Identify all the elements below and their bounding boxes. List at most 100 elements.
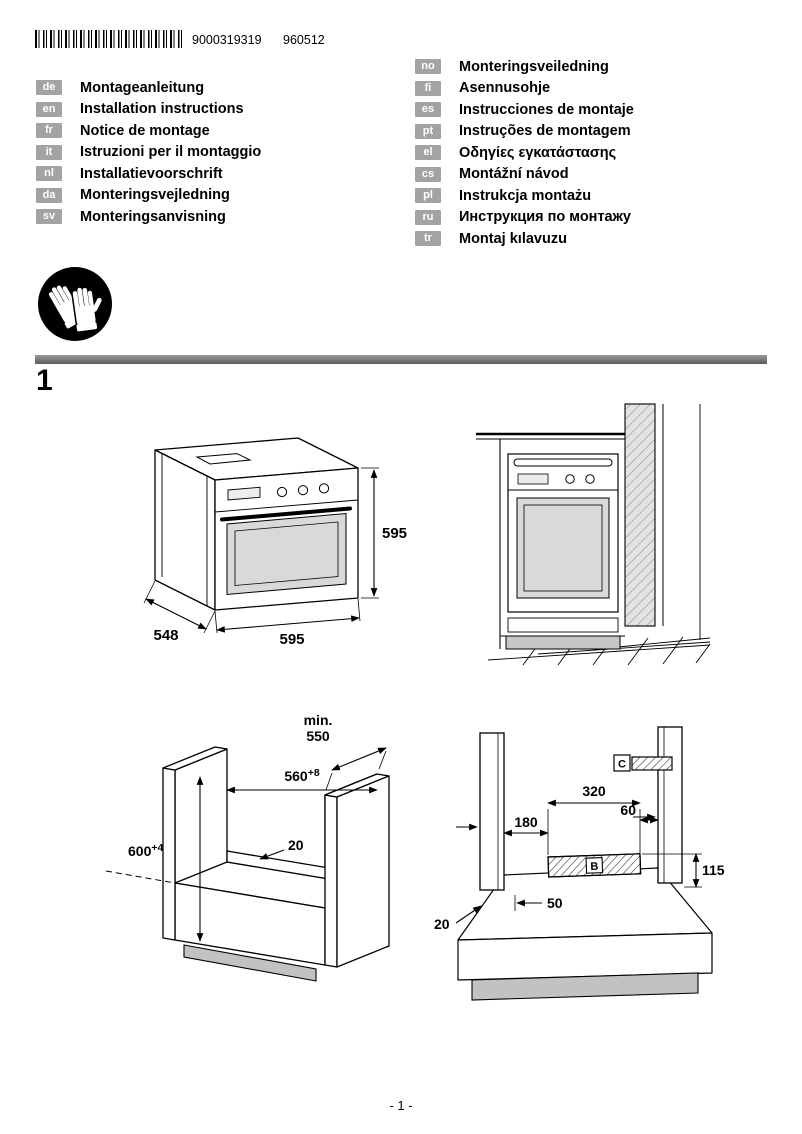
language-title: Montážní návod <box>459 166 569 183</box>
dim-offset-left: 180 <box>514 814 538 830</box>
drawer-front <box>507 617 619 633</box>
language-code-badge: es <box>415 102 441 118</box>
language-title: Montageanleitung <box>80 79 205 96</box>
language-code-badge: pl <box>415 188 441 204</box>
dim-front-offset: 50 <box>547 895 563 911</box>
language-code-badge: sv <box>36 209 62 225</box>
plinth <box>471 972 699 1001</box>
language-row-no: no Monteringsveiledning <box>415 56 634 78</box>
section-divider <box>35 355 767 364</box>
dimension-lines <box>145 469 378 633</box>
oven-knobs <box>276 483 330 498</box>
oven-knob <box>585 474 595 484</box>
dim-offset-right: 60 <box>620 802 636 818</box>
oven-display <box>227 486 261 501</box>
floor-extension-dashed-line <box>105 870 176 884</box>
language-row-sv: sv Monteringsanvisning <box>36 206 261 228</box>
language-title: Installation instructions <box>80 101 244 118</box>
language-code-badge: no <box>415 59 441 75</box>
dim-niche-width: 560+8 <box>284 767 319 784</box>
language-code-badge: pt <box>415 123 441 139</box>
language-title: Istruzioni per il montaggio <box>80 144 262 161</box>
plinth <box>183 944 317 982</box>
dimension-lines <box>455 799 700 924</box>
language-row-es: es Instrucciones de montaje <box>415 99 634 121</box>
barcode <box>35 30 183 48</box>
language-row-nl: nl Installatievoorschrift <box>36 163 261 185</box>
language-title: Инструкция по монтажу <box>459 209 631 226</box>
wall-section <box>624 403 701 640</box>
cabinet-panels <box>162 746 390 968</box>
language-code-badge: de <box>36 80 62 96</box>
figure-oven-dimensions: 595 595 548 <box>143 437 407 648</box>
language-title: Montaj kılavuzu <box>459 230 567 247</box>
print-code: 960512 <box>283 33 325 47</box>
language-code-badge: cs <box>415 166 441 182</box>
fixing-clip-c <box>631 756 673 771</box>
language-code-badge: fi <box>415 80 441 96</box>
dim-oven-depth: 548 <box>153 627 178 644</box>
language-row-fr: fr Notice de montage <box>36 120 261 142</box>
label-rail-b: B <box>590 861 598 873</box>
page-number: - 1 - <box>389 1098 413 1113</box>
oven-top-vent <box>195 453 252 465</box>
language-code-badge: tr <box>415 231 441 247</box>
language-code-badge: nl <box>36 166 62 182</box>
language-code-badge: it <box>36 144 62 160</box>
dim-niche-height: 600+4 <box>128 842 163 859</box>
language-title: Monteringsveiledning <box>459 58 609 75</box>
language-code-badge: fr <box>36 123 62 139</box>
language-row-fi: fi Asennusohje <box>415 78 634 100</box>
language-code-badge: el <box>415 145 441 161</box>
language-row-it: it Istruzioni per il montaggio <box>36 142 261 164</box>
language-title: Οδηγίες εγκατάστασης <box>459 144 617 161</box>
language-title: Instrukcja montażu <box>459 187 592 204</box>
dim-rear-gap: 20 <box>288 837 304 853</box>
figure-cabinet-niche-3d: 600+4 560+8 min. 550 20 <box>105 712 390 982</box>
dim-oven-width: 595 <box>279 631 304 648</box>
language-title: Monteringsvejledning <box>80 187 230 204</box>
dim-oven-height: 595 <box>382 525 407 542</box>
dim-min-depth: 550 <box>306 728 330 744</box>
language-title: Asennusohje <box>459 80 551 97</box>
language-code-badge: ru <box>415 209 441 225</box>
language-row-el: el Οδηγίες εγκατάστασης <box>415 142 634 164</box>
language-row-pt: pt Instruções de montagem <box>415 121 634 143</box>
language-row-de: de Montageanleitung <box>36 77 261 99</box>
mounting-strip-b: B <box>547 853 642 878</box>
oven-door-handle <box>220 506 352 522</box>
oven-door-handle <box>513 458 613 467</box>
dimension-lines <box>196 747 387 942</box>
language-list-left: de Montageanleitung en Installation inst… <box>36 77 261 228</box>
figure-number: 1 <box>36 364 53 397</box>
language-row-en: en Installation instructions <box>36 99 261 121</box>
figure-niche-mounting-front: B C 320 60 180 115 50 20 <box>434 726 725 1001</box>
dim-side-gap: 20 <box>434 916 450 932</box>
cabinet-front <box>476 432 625 650</box>
dim-min-label: min. <box>304 712 333 728</box>
language-row-cs: cs Montážní návod <box>415 164 634 186</box>
language-list-right: no Monteringsveiledning fi Asennusohje e… <box>415 56 634 250</box>
side-panels <box>479 726 683 891</box>
dim-height-right: 115 <box>702 862 725 878</box>
oven-display <box>517 473 549 485</box>
plinth <box>505 635 621 650</box>
language-code-badge: en <box>36 101 62 117</box>
label-box-c <box>613 754 631 772</box>
language-title: Instruções de montagem <box>459 123 631 140</box>
language-title: Notice de montage <box>80 122 210 139</box>
language-row-da: da Monteringsvejledning <box>36 185 261 207</box>
language-title: Monteringsanvisning <box>80 208 226 225</box>
oven-knob <box>565 474 575 484</box>
label-clip-c: C <box>618 759 626 771</box>
barcode-number: 9000319319 <box>192 33 262 47</box>
language-row-pl: pl Instrukcja montażu <box>415 185 634 207</box>
protective-gloves-icon <box>38 267 112 341</box>
header-codes: 9000319319 960512 <box>192 33 325 47</box>
language-title: Instrucciones de montaje <box>459 101 634 118</box>
language-row-tr: tr Montaj kılavuzu <box>415 228 634 250</box>
niche-floor-perspective <box>457 867 713 981</box>
oven-door-glass <box>226 512 347 596</box>
dim-rail-width: 320 <box>582 783 606 799</box>
